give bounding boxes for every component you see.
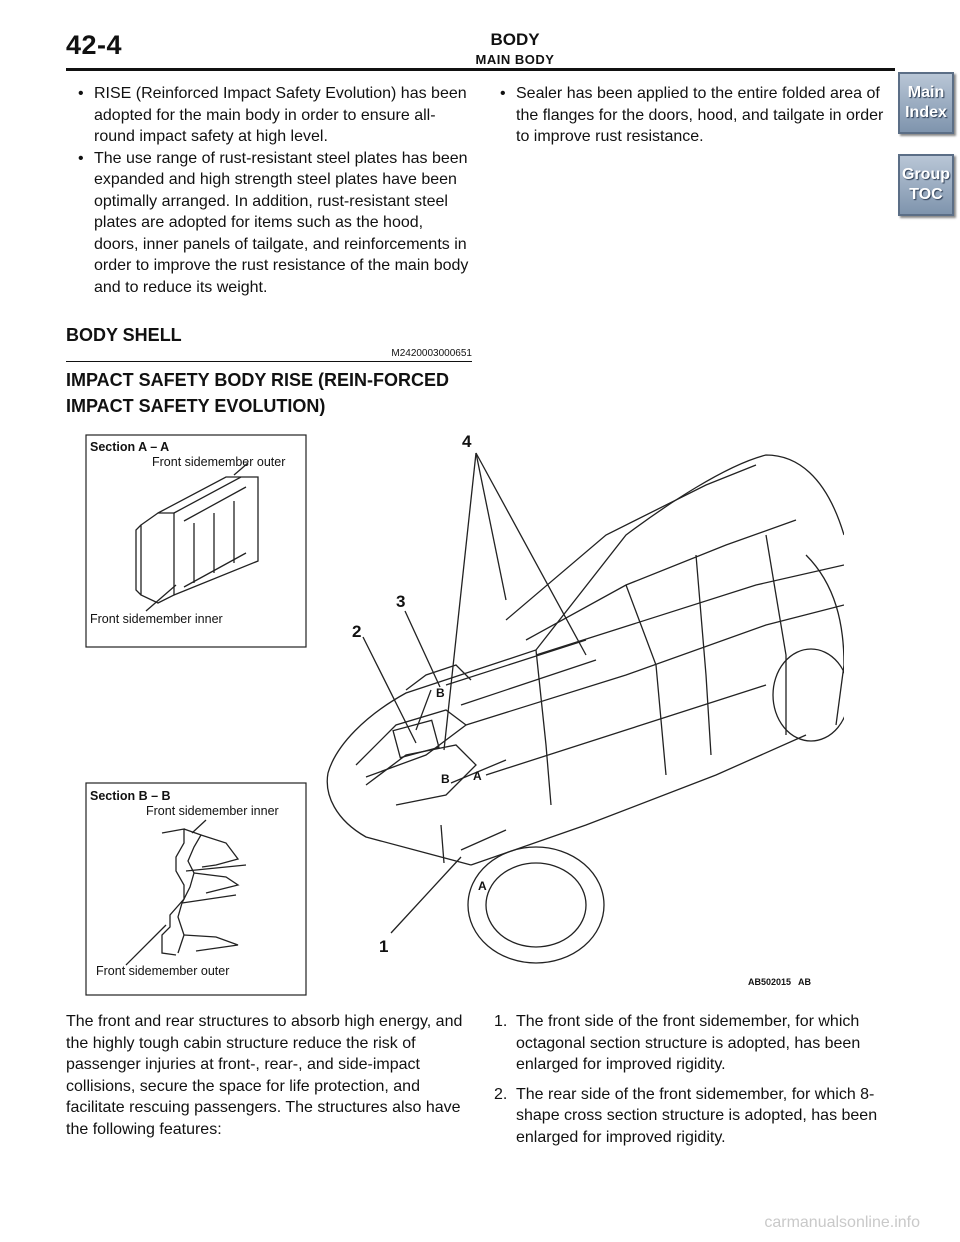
figure-code-suffix: AB — [798, 977, 811, 987]
section-b-drawing — [125, 819, 247, 966]
body-shell-figure: Section A – A Front sidemember outer Fro… — [85, 432, 844, 996]
bullet-item: Sealer has been applied to the entire fo… — [490, 83, 895, 148]
list-item: 2. The rear side of the front sidemember,… — [494, 1084, 894, 1149]
section-b-inner-label: Front sidemember inner — [146, 804, 279, 818]
body-paragraph: The front and rear structures to absorb … — [66, 1013, 463, 1138]
bullet-item: RISE (Reinforced Impact Safety Evolution… — [68, 83, 470, 148]
callout-1: 1 — [379, 937, 388, 956]
list-item: 1. The front side of the front sidemember… — [494, 1011, 894, 1076]
section-a-title: Section A – A — [90, 440, 169, 454]
list-item-number: 1. — [494, 1013, 508, 1030]
numbered-list: 1. The front side of the front sidemember… — [494, 1011, 894, 1156]
main-index-button[interactable]: Main Index — [898, 72, 954, 134]
header-subtitle: MAIN BODY — [475, 52, 555, 67]
header-title: BODY — [490, 30, 540, 49]
bullet-item: The use range of rust-resistant steel pl… — [68, 148, 470, 299]
car-body-drawing — [326, 454, 844, 964]
callout-4: 4 — [462, 432, 472, 451]
page-number: 42-4 — [66, 30, 123, 60]
list-item-text: The front side of the front sidemember, … — [516, 1013, 861, 1073]
section-code: M2420003000651 — [391, 348, 472, 359]
callout-leaders — [362, 452, 587, 934]
list-item-number: 2. — [494, 1085, 508, 1103]
callout-3: 3 — [396, 592, 405, 611]
section-heading: BODY SHELL — [66, 325, 182, 345]
marker-b-upper: B — [436, 686, 445, 700]
marker-a-lower: A — [478, 879, 487, 893]
group-toc-button[interactable]: Group TOC — [898, 154, 954, 216]
figure-code: AB502015 — [748, 977, 791, 987]
watermark: carmanualsonline.info — [764, 1214, 920, 1231]
marker-a-upper: A — [473, 769, 482, 783]
section-rule — [66, 361, 472, 362]
list-item-text: The rear side of the front sidemember, f… — [516, 1085, 878, 1146]
bullet-list-left: RISE (Reinforced Impact Safety Evolution… — [68, 83, 470, 298]
sub-heading: IMPACT SAFETY BODY RISE (REIN-FORCED IMP… — [66, 370, 450, 416]
section-b-title: Section B – B — [90, 789, 171, 803]
header-rule — [66, 68, 895, 71]
section-a-outer-label: Front sidemember outer — [152, 455, 285, 469]
bullet-list-right: Sealer has been applied to the entire fo… — [490, 83, 895, 148]
section-b-outer-label: Front sidemember outer — [96, 964, 229, 978]
section-a-drawing — [135, 462, 259, 612]
section-b-box — [85, 782, 307, 996]
section-a-inner-label: Front sidemember inner — [90, 612, 223, 626]
marker-b-lower: B — [441, 772, 450, 786]
section-a-box — [85, 434, 307, 648]
callout-2: 2 — [352, 622, 361, 641]
